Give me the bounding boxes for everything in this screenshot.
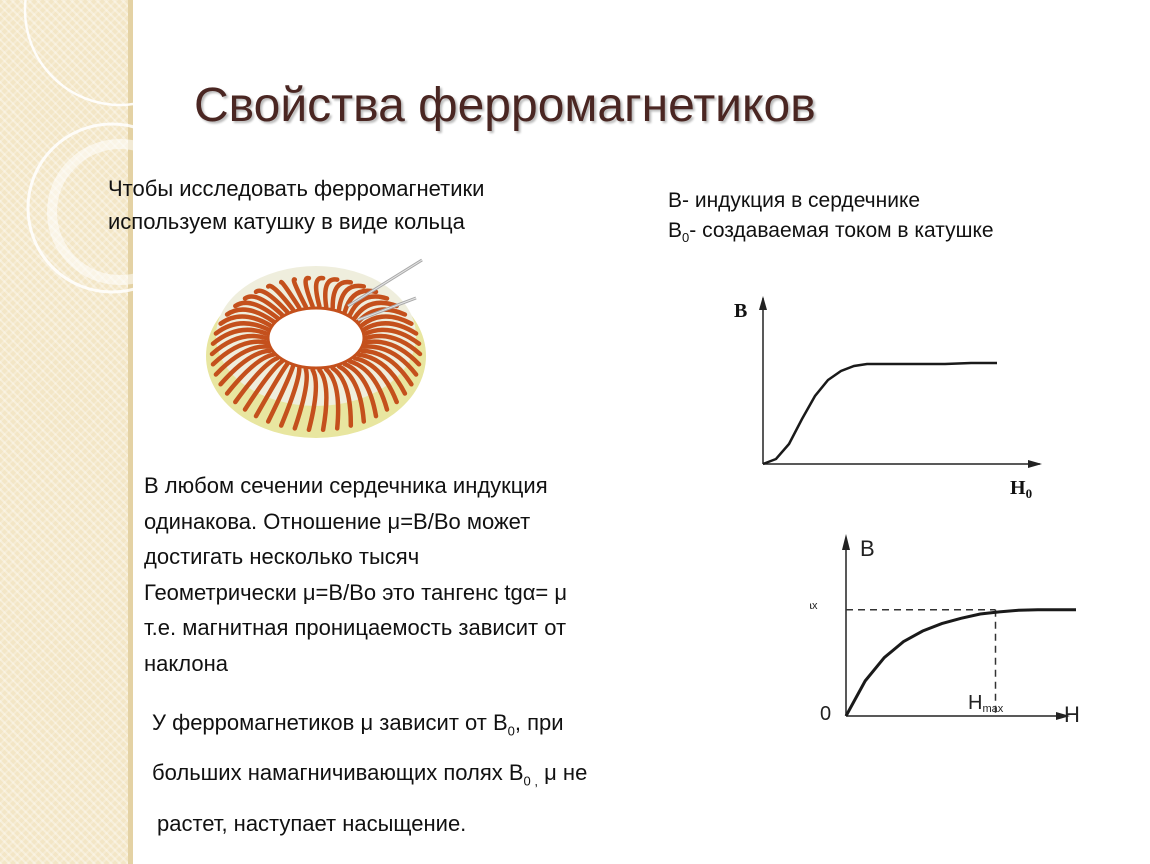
body-line-4: Геометрически μ=В/Во это тангенс tgα= μ — [144, 579, 568, 605]
sidebar-edge — [128, 0, 133, 864]
coil-winding — [317, 367, 329, 433]
slide-title: Свойства ферромагнетиков — [194, 79, 816, 132]
toroidal-coil-image — [206, 258, 426, 438]
conclusion-line-3-text: растет, наступает насыщение. — [157, 810, 467, 836]
coil-winding — [361, 321, 419, 336]
coil-winding — [356, 352, 408, 396]
coil-winding — [313, 275, 326, 309]
coil-winding — [306, 367, 319, 433]
coil-winding — [347, 359, 390, 412]
chart2-curve — [844, 608, 1076, 717]
chart2-y-label: B — [860, 536, 875, 561]
coil-winding — [265, 364, 296, 424]
legend-line-1: B- индукция в сердечнике — [668, 189, 921, 212]
coil-winding — [278, 279, 302, 311]
coil-winding — [330, 365, 354, 428]
coil-winding — [242, 359, 285, 412]
conclusion-line-2-end: μ не — [538, 760, 588, 786]
conclusion-line-2-sub: 0 , — [523, 773, 539, 789]
intro-line-2: используем катушку в виде кольца — [108, 209, 465, 234]
coil-winding — [323, 277, 340, 309]
chart2-origin-label: 0 — [820, 703, 831, 725]
chart1-x-label: H0 — [1010, 477, 1032, 500]
decorative-circles — [23, 0, 217, 294]
coil-winding — [363, 327, 422, 346]
chart2-y-arrow — [842, 534, 850, 550]
coil-winding — [233, 300, 280, 321]
conclusion-line-2-text: больших намагничивающих полях В — [152, 760, 524, 786]
body-line-1: В любом сечении сердечника индукция — [144, 473, 548, 498]
coil-winding — [359, 314, 414, 328]
body-line-2: одинакова. Отношение μ=В/Во может — [144, 508, 531, 534]
coil-winding — [363, 339, 422, 367]
coil-winding — [361, 344, 419, 377]
coil-winding — [336, 364, 367, 424]
conclusion-line-1-text: У ферромагнетиков μ зависит от В — [152, 710, 508, 735]
legend-b0-subscript: 0 — [682, 230, 690, 246]
coil-winding — [363, 333, 423, 357]
coil-winding — [278, 365, 302, 428]
coil-winding — [233, 355, 280, 405]
coil-winding — [291, 277, 309, 309]
coil-winding — [209, 333, 269, 357]
conclusion-line-1: У ферромагнетиков μ зависит от В0, при — [152, 702, 587, 752]
conclusion-line-3: растет, наступает насыщение. — [152, 803, 587, 845]
magnetization-curve-chart: B H0 — [734, 296, 1042, 500]
coil-winding — [242, 294, 285, 317]
body-text: В любом сечении сердечника индукция один… — [144, 468, 567, 681]
coil-winding — [210, 327, 269, 346]
body-line-5: т.е. магнитная проницаемость зависит от — [144, 615, 567, 640]
chart1-curve — [762, 361, 997, 466]
coil-winding — [323, 367, 341, 431]
chart1-x-arrow — [1028, 460, 1042, 468]
coil-winding — [224, 352, 276, 396]
body-line-3: достигать несколько тысяч — [144, 544, 420, 569]
legend-line-2-rest: - создаваемая током в катушке — [689, 219, 994, 242]
coil-winding — [292, 367, 309, 431]
coil-winding — [218, 314, 273, 328]
saturation-curve-chart: B H 0 Bmax Hmax — [810, 534, 1080, 727]
conclusion-line-1-end: , при — [514, 710, 564, 735]
legend-line-2: B0- создаваемая током в катушке — [668, 216, 994, 253]
coil-winding — [347, 294, 390, 317]
chart2-x-arrow — [1056, 712, 1070, 720]
coil-winding — [213, 344, 271, 377]
body-line-6: наклона — [144, 650, 228, 676]
coil-winding — [330, 279, 354, 311]
coil-winding — [224, 307, 276, 324]
chart1-y-arrow — [759, 296, 767, 310]
chart1-y-label: B — [734, 300, 747, 322]
conclusion-line-2: больших намагничивающих полях В0 , μ не — [152, 752, 587, 802]
coil-winding — [359, 348, 414, 387]
coil-winding — [342, 361, 379, 419]
coil-winding — [265, 283, 296, 312]
coil-winding — [253, 361, 290, 419]
intro-text: Чтобы исследовать ферромагнетики использ… — [108, 172, 484, 238]
coil-winding — [218, 348, 273, 387]
coil-winding — [352, 300, 399, 321]
legend-b0-symbol: B — [668, 219, 683, 242]
conclusion-line-1-sub: 0 — [507, 723, 515, 739]
coil-winding — [253, 288, 290, 315]
coil-winding — [303, 275, 315, 309]
legend-text: B- индукция в сердечнике B0- создаваемая… — [668, 186, 994, 253]
coil-winding — [213, 321, 271, 336]
intro-line-1: Чтобы исследовать ферромагнетики — [108, 176, 485, 201]
conclusion-text: У ферромагнетиков μ зависит от В0, при б… — [152, 702, 587, 845]
chart2-x-label: H — [1064, 702, 1080, 727]
chart2-hmax-label: Hmax — [968, 692, 1004, 715]
coil-winding — [336, 283, 367, 312]
chart2-bmax-label: Bmax — [810, 586, 818, 612]
coil-winding — [352, 355, 399, 405]
coil-winding — [210, 339, 269, 367]
